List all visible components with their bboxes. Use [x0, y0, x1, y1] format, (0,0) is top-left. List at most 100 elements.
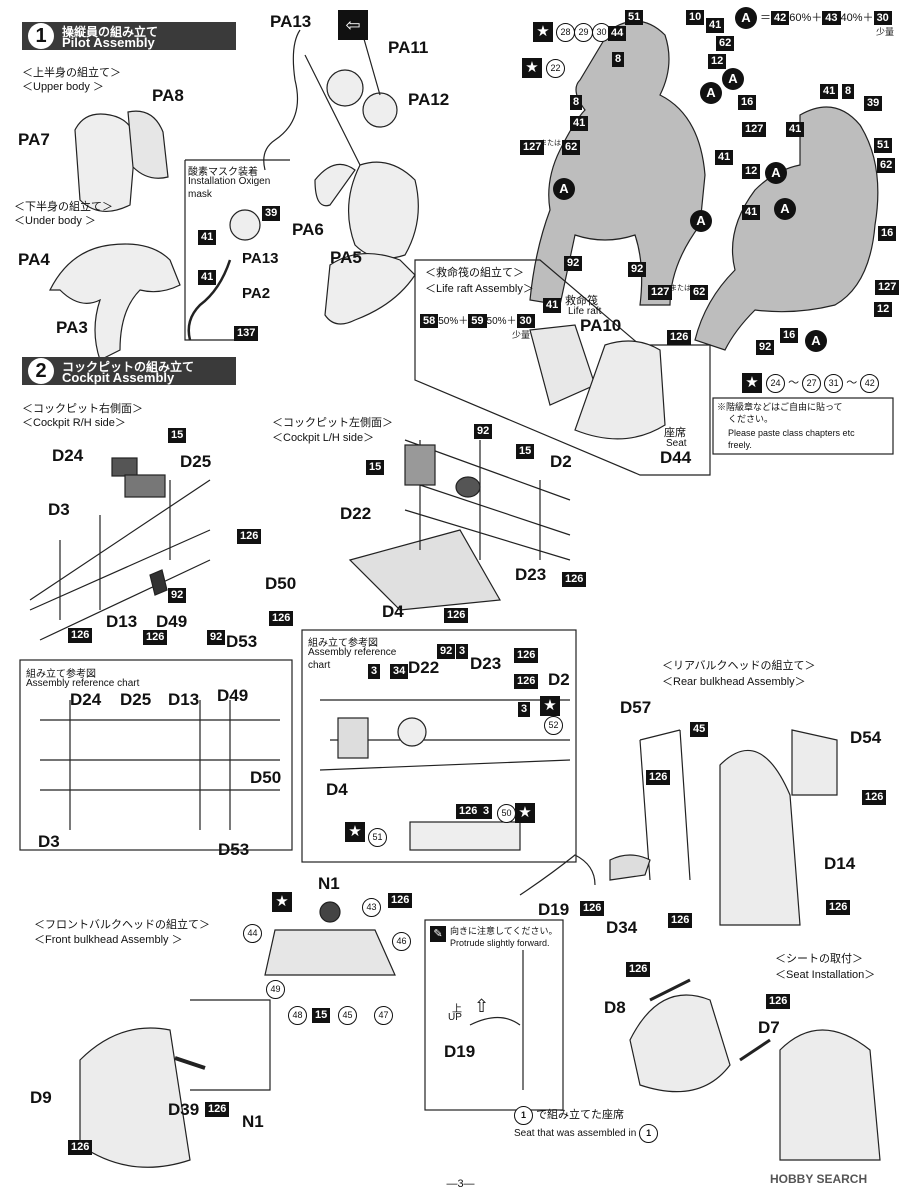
- color-code: 126: [646, 770, 671, 785]
- decal-number: 43: [362, 898, 381, 917]
- decal-number: 49: [266, 980, 285, 999]
- paint-mix-marker: A: [774, 198, 796, 220]
- mix-pct: 60%＋: [789, 12, 823, 24]
- paint-mix-marker: A: [765, 162, 787, 184]
- section-header-pilot: 1 操縦員の組み立て Pilot Assembly: [22, 22, 236, 50]
- page-number: —3—: [446, 1178, 475, 1190]
- part-label: PA6: [292, 220, 324, 239]
- part-label: D4: [382, 602, 404, 621]
- mix-pct: 50%＋: [486, 316, 517, 327]
- color-code: 8: [612, 52, 625, 67]
- decal-note-jp: ※階級章などはご自由に貼って: [717, 402, 843, 412]
- color-code: 41: [543, 298, 562, 313]
- section-title-en: Cockpit Assembly: [62, 370, 175, 385]
- color-code: 126: [562, 572, 587, 587]
- paint-mix-marker: A: [722, 68, 744, 90]
- color-code: 41: [570, 116, 589, 131]
- up-label-jp: 上: [452, 1004, 462, 1015]
- seat-label-en: Seat: [666, 438, 687, 449]
- decal-number: 27: [802, 374, 822, 393]
- color-code: 15: [312, 1008, 331, 1023]
- color-code: 16: [738, 95, 757, 110]
- color-code: 15: [168, 428, 187, 443]
- color-code: 62: [690, 285, 709, 300]
- decal-range: 24 ～ 27 31 ～ 42: [766, 374, 880, 393]
- section-title-jp: コックピットの組み立て: [62, 360, 195, 374]
- decal-number: 46: [392, 932, 411, 951]
- decal-star-icon: ★: [522, 58, 542, 78]
- color-code: 127: [648, 285, 673, 300]
- color-code: 126: [667, 330, 692, 345]
- ref-title-jp: 組み立て参考図: [26, 669, 96, 680]
- color-code: 3: [368, 664, 381, 679]
- ref-title-en: Assembly reference: [308, 647, 397, 658]
- part-label: PA3: [56, 318, 88, 337]
- color-code: 92: [437, 644, 456, 659]
- decal-number: 52: [544, 716, 563, 735]
- decal-number: 24: [766, 374, 785, 393]
- color-code: 45: [690, 722, 709, 737]
- part-label: D4: [326, 780, 348, 799]
- raft-label-jp: 救命筏: [565, 295, 598, 307]
- part-label: D25: [180, 452, 212, 471]
- section-header-cockpit: 2 コックピットの組み立て Cockpit Assembly: [22, 357, 236, 385]
- part-label: D23: [515, 565, 547, 584]
- rear-bulkhead-title-jp: ＜リアバルクヘッドの組立て＞: [662, 660, 816, 672]
- decal-number: 22: [546, 59, 565, 78]
- part-label: D50: [265, 574, 297, 593]
- section-title-en: Pilot Assembly: [62, 35, 155, 50]
- color-code: 34: [390, 664, 409, 679]
- decal-number: 28: [556, 23, 575, 42]
- part-label: N1: [318, 874, 340, 893]
- color-code: 59: [468, 314, 487, 328]
- small-amount: 少量: [512, 330, 531, 340]
- part-label: D14: [824, 854, 856, 873]
- seat-install-title-jp: ＜シートの取付＞: [775, 953, 863, 965]
- color-code: 62: [716, 36, 735, 51]
- ref-title-jp: 組み立て参考図: [308, 638, 378, 649]
- cockpit-rh-title-en: ＜Cockpit R/H side＞: [22, 417, 126, 429]
- liferaft-title-jp: ＜救命筏の組立て＞: [425, 267, 524, 279]
- color-code: 126: [668, 913, 693, 928]
- seat-install-title-en: ＜Seat Installation＞: [775, 969, 876, 981]
- decal-number: 29: [574, 23, 593, 42]
- color-code: 12: [708, 54, 727, 69]
- color-code: 41: [820, 84, 839, 99]
- part-label: D9: [30, 1088, 52, 1107]
- color-code: 126: [514, 648, 539, 663]
- part-label: D2: [548, 670, 570, 689]
- decal-star-icon: ★: [533, 22, 553, 42]
- part-label: PA11: [388, 38, 429, 57]
- color-code: 51: [874, 138, 893, 153]
- seat-note-en: Seat that was assembled in: [514, 1128, 637, 1139]
- color-code: 43: [822, 11, 841, 25]
- color-code: 126: [388, 893, 413, 908]
- color-code: 41: [742, 205, 761, 220]
- range-tilde: ～: [788, 377, 800, 389]
- color-code: 41: [198, 270, 217, 285]
- color-code: 58: [420, 314, 439, 328]
- upper-body-title-en: ＜Upper body ＞: [22, 81, 104, 93]
- hobby-search-logo: HOBBY SEARCH: [770, 1172, 868, 1186]
- decal-star-icon: ★: [272, 892, 292, 912]
- part-label: PA4: [18, 250, 50, 269]
- color-code: 92: [564, 256, 583, 271]
- color-code: 126: [269, 611, 294, 626]
- color-code: 41: [715, 150, 734, 165]
- part-label: D24: [70, 690, 102, 709]
- color-code: 30: [516, 314, 535, 328]
- color-code: 39: [262, 206, 281, 221]
- up-arrow-icon: ⇧: [474, 996, 490, 1016]
- color-code: 126: [143, 630, 168, 645]
- decal-number: 31: [824, 374, 844, 393]
- liferaft-title-en: ＜Life raft Assembly＞: [425, 283, 534, 295]
- decal-number: 48: [288, 1006, 307, 1025]
- part-label: D53: [218, 840, 250, 859]
- mix-pct: 50%＋: [438, 316, 469, 327]
- color-code: 62: [877, 158, 896, 173]
- part-label: D44: [660, 448, 692, 467]
- color-code: 127: [520, 140, 545, 155]
- decal-note-en2: freely.: [728, 440, 752, 450]
